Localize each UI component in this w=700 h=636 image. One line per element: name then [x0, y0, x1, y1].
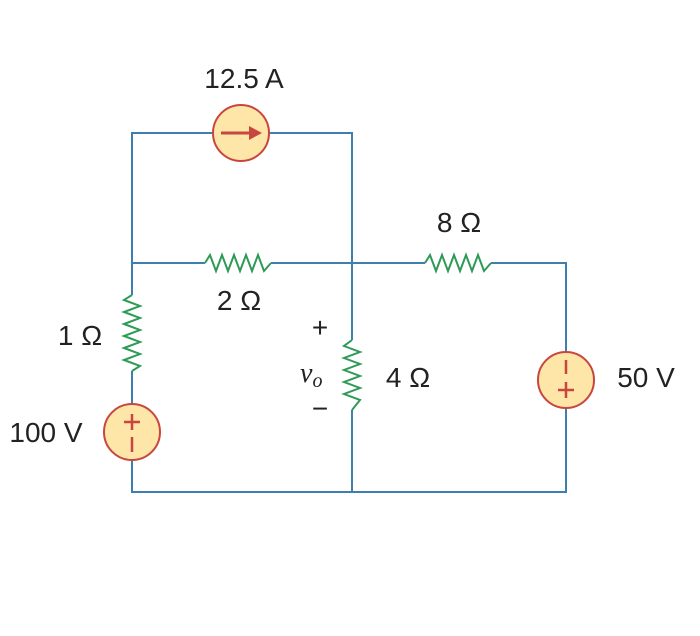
resistor-4-ohm-label: 4 Ω: [386, 362, 430, 393]
output-voltage-minus: −: [312, 393, 328, 424]
voltage-source-right: [537, 351, 595, 409]
voltage-source-right-label: 50 V: [617, 362, 675, 393]
resistor-1-ohm-label: 1 Ω: [58, 320, 102, 351]
wires: [131, 132, 567, 493]
resistor-2-ohm-label: 2 Ω: [217, 285, 261, 316]
voltage-source-right-circle: [537, 351, 595, 409]
wire-top-left: [131, 132, 213, 263]
current-source: [212, 104, 270, 162]
voltage-source-left: [103, 403, 161, 461]
output-voltage-label: vo: [300, 358, 322, 392]
resistor-8-ohm-label: 8 Ω: [437, 207, 481, 238]
output-voltage-symbol: v: [300, 358, 313, 389]
voltage-source-left-circle: [103, 403, 161, 461]
resistor-2-ohm: [204, 252, 272, 274]
resistor-4-ohm: [341, 339, 363, 411]
current-source-label: 12.5 A: [204, 63, 284, 94]
wire-top-right: [269, 132, 353, 263]
resistor-8-ohm: [424, 252, 492, 274]
arrow-right-icon: [249, 126, 262, 140]
wire-middle-right: [491, 262, 567, 352]
output-voltage-plus: +: [312, 312, 328, 343]
output-voltage-subscript: o: [312, 370, 322, 392]
output-voltage-marker: + vo −: [300, 312, 328, 424]
wire-left-bottom: [131, 408, 567, 493]
resistor-1-ohm: [121, 294, 143, 372]
voltage-source-left-label: 100 V: [9, 417, 82, 448]
